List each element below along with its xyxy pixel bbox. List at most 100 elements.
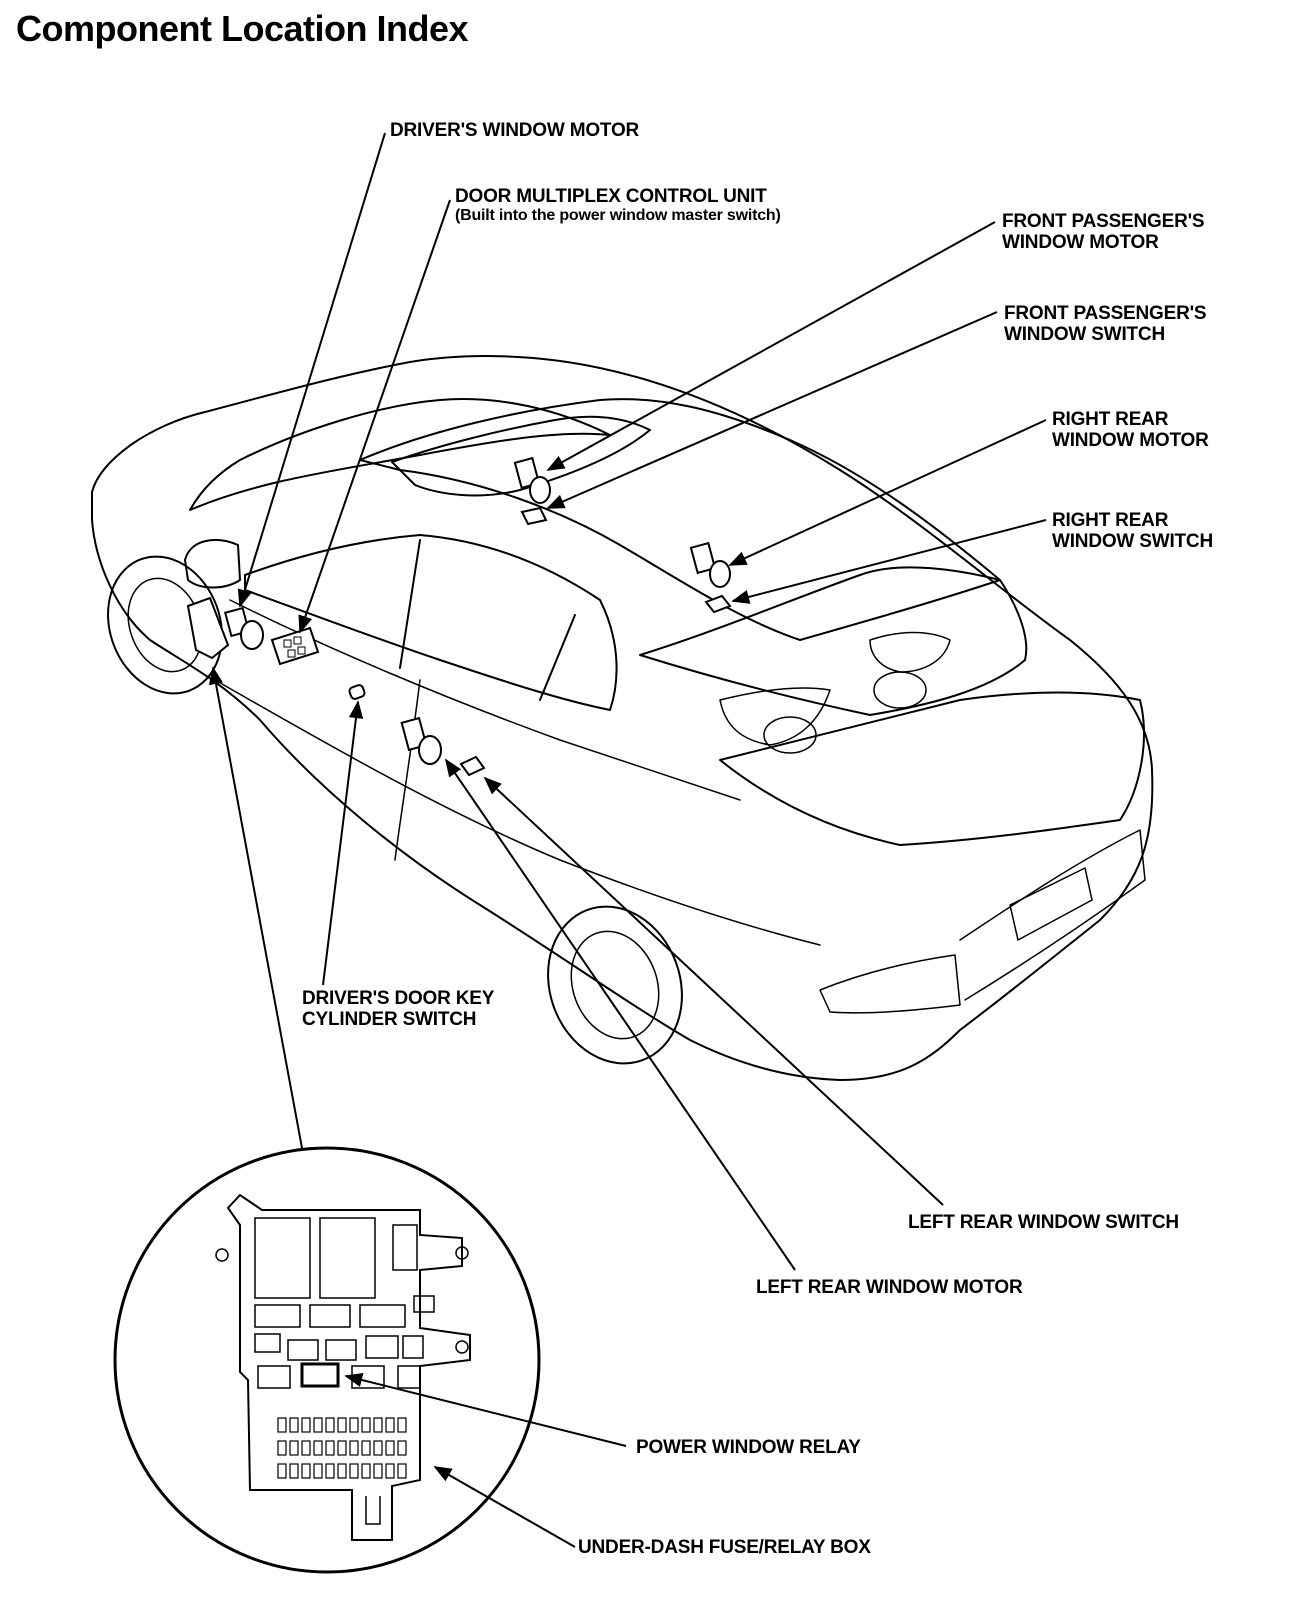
leader-right-rear-window-switch	[731, 519, 1047, 604]
headrest-left	[763, 716, 817, 754]
relay-slot	[413, 1295, 435, 1313]
side-windows	[244, 534, 618, 711]
fuse-slot	[349, 1440, 359, 1456]
label-line-2: WINDOW SWITCH	[1004, 324, 1165, 345]
relay-slot	[402, 1335, 424, 1359]
label-front-passengers-window-switch: FRONT PASSENGER'S WINDOW SWITCH	[1004, 303, 1207, 345]
fuse-slot	[325, 1440, 335, 1456]
fuse-slot	[349, 1417, 359, 1433]
fuse-slot	[361, 1463, 371, 1479]
mounting-hole-icon	[455, 1340, 469, 1354]
rear-wheel-rim	[570, 930, 660, 1040]
taillight	[819, 954, 961, 1014]
switch-button-icon	[293, 636, 302, 645]
label-text: LEFT REAR WINDOW SWITCH	[908, 1212, 1179, 1233]
label-right-rear-window-switch: RIGHT REAR WINDOW SWITCH	[1052, 510, 1213, 552]
b-pillar	[399, 539, 421, 669]
fuse-slot	[337, 1440, 347, 1456]
mounting-hole-icon	[215, 1248, 229, 1262]
power-window-relay-icon	[300, 1362, 340, 1388]
headrest-right	[873, 671, 927, 709]
leader-power-window-relay	[344, 1372, 627, 1447]
fuse-slot	[397, 1440, 407, 1456]
relay-slot	[397, 1365, 421, 1389]
left-rear-window-motor-icon	[400, 716, 442, 765]
detail-circle	[113, 1146, 541, 1574]
label-line-2: CYLINDER SWITCH	[302, 1009, 477, 1030]
switch-button-icon	[287, 649, 296, 658]
label-line-2: WINDOW SWITCH	[1052, 531, 1213, 552]
connector-tab	[365, 1496, 381, 1525]
label-note: (Built into the power window master swit…	[455, 207, 781, 224]
fuse-slot	[313, 1440, 323, 1456]
leader-left-rear-window-switch	[483, 776, 944, 1206]
fuse-slot	[277, 1417, 287, 1433]
leader-drivers-door-key-cylinder-switch	[322, 700, 364, 986]
rocker-line	[214, 679, 821, 946]
leader-front-passengers-window-motor	[546, 221, 996, 471]
switch-button-icon	[297, 646, 306, 655]
license-plate	[1009, 867, 1093, 941]
car-illustration	[91, 355, 1154, 1081]
front-wheel	[107, 555, 223, 695]
fuse-slot	[277, 1440, 287, 1456]
fuse-slot	[397, 1417, 407, 1433]
label-text: LEFT REAR WINDOW MOTOR	[756, 1277, 1023, 1298]
relay-slot	[325, 1339, 357, 1361]
relay-slot	[254, 1217, 311, 1299]
car-body-outline	[91, 355, 1154, 1081]
leader-front-passengers-window-switch	[546, 311, 998, 509]
label-line-1: FRONT PASSENGER'S	[1004, 303, 1207, 324]
label-under-dash-fuse-relay-box: UNDER-DASH FUSE/RELAY BOX	[578, 1537, 871, 1558]
label-text: DOOR MULTIPLEX CONTROL UNIT	[455, 186, 767, 207]
leader-under-dash-fuse-relay-box	[433, 1466, 576, 1548]
relay-slot	[254, 1304, 301, 1328]
fuse-slot	[289, 1417, 299, 1433]
left-rear-window-switch-icon	[459, 755, 486, 777]
label-drivers-door-key-cylinder-switch: DRIVER'S DOOR KEY CYLINDER SWITCH	[302, 988, 494, 1030]
right-rear-window-switch-icon	[704, 594, 732, 614]
fuse-slot	[301, 1463, 311, 1479]
label-left-rear-window-switch: LEFT REAR WINDOW SWITCH	[908, 1212, 1179, 1233]
label-line-1: RIGHT REAR	[1052, 409, 1169, 430]
fuse-slot	[385, 1440, 395, 1456]
drivers-window-motor-icon	[223, 606, 264, 650]
fuse-slot	[337, 1417, 347, 1433]
page-title: Component Location Index	[16, 8, 469, 49]
leader-lines	[208, 132, 1047, 1548]
label-power-window-relay: POWER WINDOW RELAY	[636, 1437, 861, 1458]
label-text: POWER WINDOW RELAY	[636, 1437, 861, 1458]
label-line-2: WINDOW MOTOR	[1052, 430, 1209, 451]
fuse-slot	[373, 1440, 383, 1456]
front-passengers-window-switch-icon	[520, 506, 548, 526]
relay-slot	[319, 1217, 376, 1299]
fuse-slot	[289, 1440, 299, 1456]
power-window-master-switch-icon	[270, 626, 320, 666]
seat-rear-right	[869, 631, 951, 673]
label-drivers-window-motor: DRIVER'S WINDOW MOTOR	[390, 120, 639, 141]
fuse-slot	[361, 1440, 371, 1456]
front-passengers-window-motor-icon	[513, 456, 551, 504]
fuse-box-detail	[113, 1146, 541, 1574]
fuse-slot	[301, 1417, 311, 1433]
leader-fuse-box-detail	[208, 666, 303, 1149]
fuse-slot	[337, 1463, 347, 1479]
control-box-icon	[186, 596, 230, 660]
label-line-2: WINDOW MOTOR	[1002, 232, 1159, 253]
seat-rear	[719, 687, 831, 746]
mounting-hole-icon	[455, 1246, 469, 1260]
roof	[359, 398, 1001, 641]
switch-button-icon	[283, 639, 292, 648]
relay-slot	[359, 1304, 406, 1328]
fuse-slot	[361, 1417, 371, 1433]
relay-slot	[309, 1304, 351, 1328]
label-text: DRIVER'S WINDOW MOTOR	[390, 120, 640, 141]
side-mirror	[184, 539, 241, 589]
fuse-slot	[301, 1440, 311, 1456]
relay-slot	[254, 1333, 281, 1353]
leader-door-multiplex-control-unit	[298, 199, 451, 634]
relay-slot	[287, 1339, 319, 1361]
fuse-slot	[313, 1463, 323, 1479]
rear-window	[639, 566, 1028, 716]
rear-wheel	[547, 905, 683, 1065]
